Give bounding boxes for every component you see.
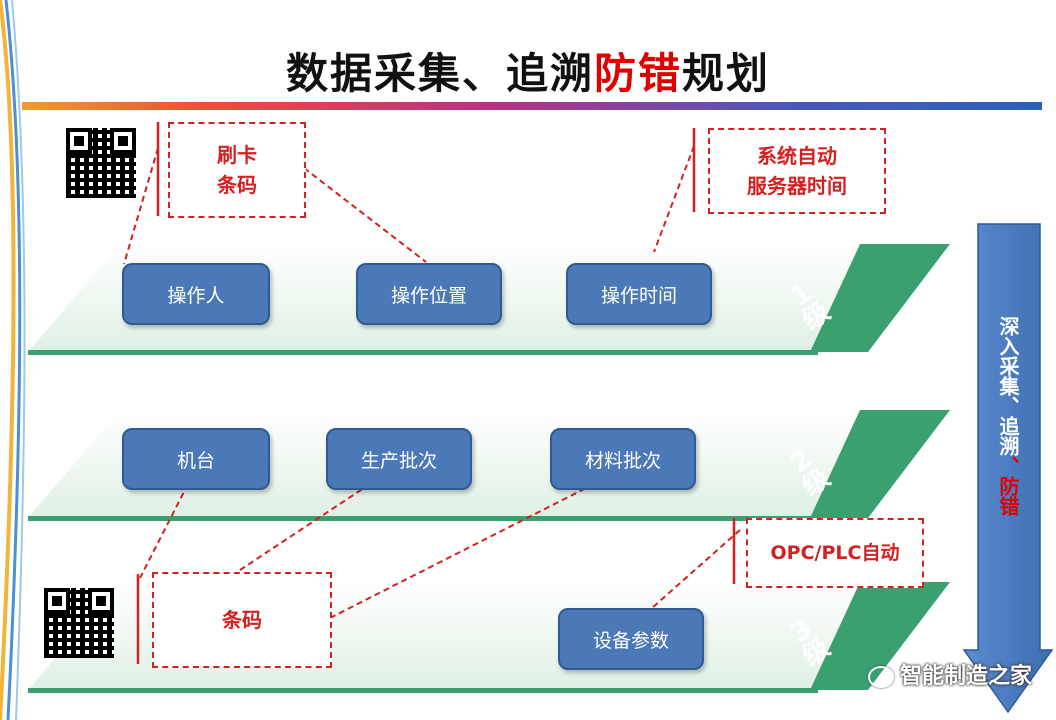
note-server-time: 系统自动 服务器时间: [708, 128, 886, 214]
arrow-label: 深入采集、追溯、防错: [996, 316, 1020, 516]
box-material-batch: 材料批次: [550, 428, 696, 490]
wechat-icon: [868, 666, 894, 688]
box-equipment-params: 设备参数: [558, 608, 704, 670]
box-operation-time: 操作时间: [566, 263, 712, 325]
watermark-text: 智能制造之家: [868, 658, 1032, 690]
note-opc-plc: OPC/PLC自动: [746, 518, 924, 588]
title-underline-bar: [22, 102, 1042, 110]
box-operation-position: 操作位置: [356, 263, 502, 325]
page-title: 数据采集、追溯防错规划: [285, 49, 771, 98]
down-arrow: [962, 223, 1054, 714]
left-decoration: [0, 0, 26, 720]
qr-code-icon: [66, 128, 136, 198]
note-card-barcode: 刷卡 条码: [168, 122, 306, 218]
box-production-batch: 生产批次: [326, 428, 472, 490]
box-operator: 操作人: [122, 263, 270, 325]
box-machine: 机台: [122, 428, 270, 490]
qr-code-icon: [44, 588, 114, 658]
note-barcode: 条码: [152, 572, 332, 668]
